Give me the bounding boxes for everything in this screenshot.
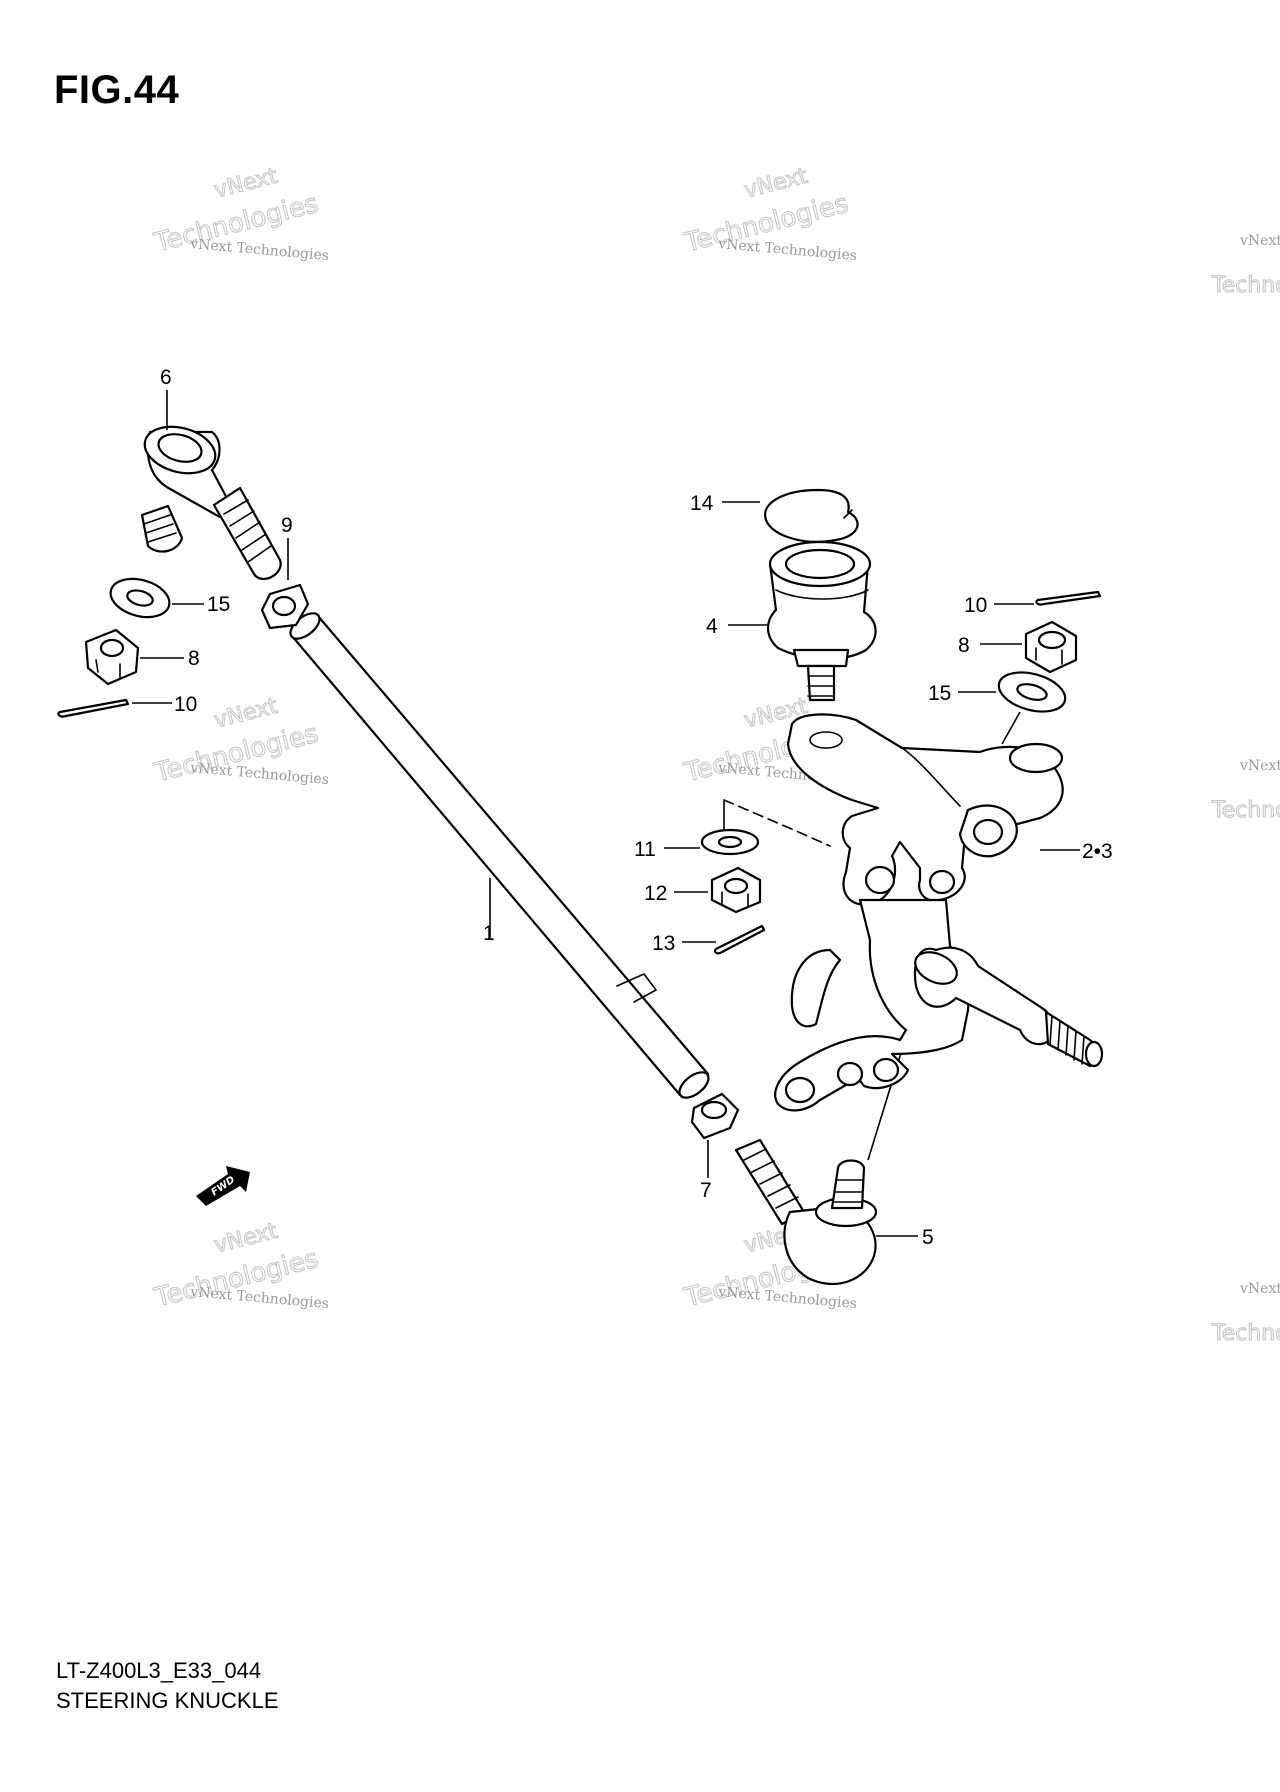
callout-8a: 8 (188, 647, 200, 670)
watermark-text: vNext (212, 694, 281, 734)
lock-nut-part-7 (690, 1092, 740, 1178)
callout-10b: 10 (964, 594, 987, 617)
callout-13: 13 (652, 932, 675, 955)
watermark-text: vNext (1239, 233, 1280, 249)
tie-rod-end-part-6 (140, 390, 282, 580)
figure-title: FIG.44 (54, 68, 180, 112)
steering-knuckle-part-2-3 (774, 713, 1104, 1112)
watermark-text: vNext Technologies (189, 236, 330, 264)
castle-nut-part-8 (980, 620, 1078, 674)
callout-10a: 10 (174, 693, 197, 716)
cotter-pin-part-10 (994, 590, 1102, 606)
callout-15b: 15 (928, 682, 951, 705)
lock-nut-part-9 (260, 538, 310, 630)
figure-name: STEERING KNUCKLE (56, 1688, 279, 1713)
washer-part-11 (664, 828, 760, 856)
tie-rod-part-1 (289, 612, 710, 1099)
callout-15a: 15 (207, 593, 230, 616)
watermark-text: vNext (742, 164, 811, 204)
callout-9: 9 (281, 514, 293, 537)
tie-rod-end-part-5 (734, 1039, 918, 1286)
watermark-group: vNext Technologies vNext Technologies vN… (150, 163, 1280, 1346)
castle-nut-part-8 (84, 628, 184, 686)
callout-4: 4 (706, 615, 718, 638)
watermark-text: Technologies (1211, 798, 1280, 823)
watermark-text: vNext (1239, 758, 1280, 774)
watermark-text: vNext (212, 1219, 281, 1259)
callout-5: 5 (922, 1226, 934, 1249)
watermark-text: vNext Technologies (189, 760, 330, 788)
washer-part-15 (109, 577, 204, 619)
callout-11: 11 (634, 838, 656, 861)
callout-2-3: 2•3 (1082, 840, 1113, 863)
callout-7: 7 (700, 1179, 712, 1202)
figure-code: LT-Z400L3_E33_044 (56, 1658, 262, 1683)
callout-14: 14 (690, 492, 714, 515)
ball-joint-part-4 (728, 540, 877, 702)
cotter-pin-part-13 (682, 924, 766, 955)
watermark-text: Technologies (1211, 1321, 1280, 1346)
castle-nut-part-12 (674, 866, 762, 914)
circlip-part-14 (722, 488, 859, 543)
watermark-text: vNext Technologies (717, 236, 858, 264)
watermark-text: vNext (1239, 1281, 1280, 1297)
washer-part-15 (958, 671, 1067, 745)
callout-6: 6 (160, 366, 172, 389)
watermark-text: vNext (212, 164, 281, 204)
callout-1: 1 (483, 922, 495, 945)
callout-12: 12 (644, 882, 667, 905)
forward-arrow-icon: FWD (196, 1166, 250, 1206)
watermark-text: Technologies (1211, 273, 1280, 298)
cotter-pin-part-10 (57, 698, 172, 718)
callout-8b: 8 (958, 634, 970, 657)
